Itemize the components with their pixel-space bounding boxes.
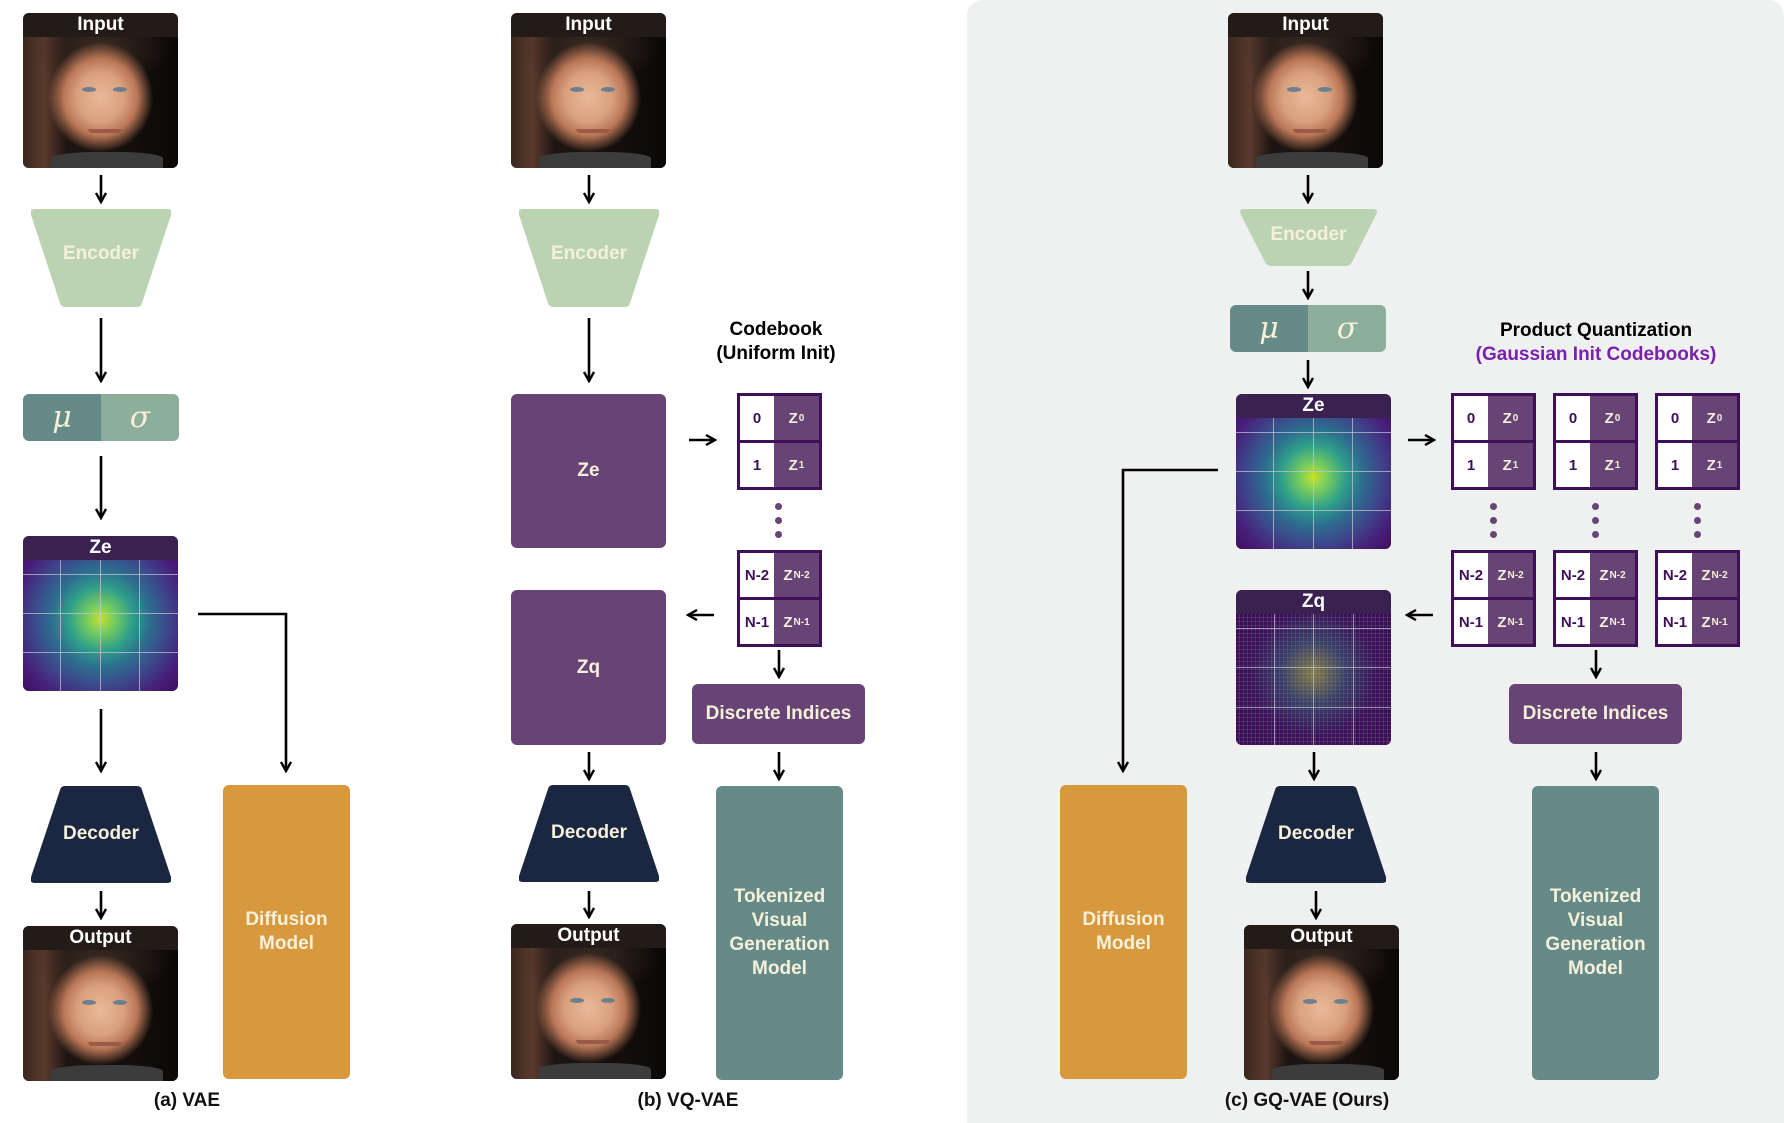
face-photo xyxy=(1228,37,1383,168)
mu-symbol: μ xyxy=(23,394,101,441)
input-label: Input xyxy=(23,13,178,37)
decoder-label: Decoder xyxy=(1277,823,1355,844)
output-image: Output xyxy=(23,926,178,1081)
ze-latent-heatmap: Ze xyxy=(23,536,178,691)
tokenized-visual-generation-model-block: Tokenized Visual Generation Model xyxy=(716,786,843,1080)
tokenized-visual-generation-model-block: Tokenized Visual Generation Model xyxy=(1532,786,1659,1080)
encoder-block: Encoder xyxy=(1240,209,1377,266)
output-image: Output xyxy=(511,924,666,1079)
face-photo xyxy=(23,950,178,1081)
decoder-label: Decoder xyxy=(62,823,140,844)
decoder-label: Decoder xyxy=(550,822,628,843)
output-image: Output xyxy=(1244,925,1399,1080)
mu-sigma-block: μ σ xyxy=(1230,305,1386,352)
ze-label: Ze xyxy=(23,536,178,560)
decoder-block: Decoder xyxy=(1246,786,1386,883)
output-label: Output xyxy=(511,924,666,948)
caption-c: (c) GQ-VAE (Ours) xyxy=(1224,1090,1390,1111)
input-label: Input xyxy=(511,13,666,37)
face-photo xyxy=(511,948,666,1079)
output-label: Output xyxy=(1244,925,1399,949)
input-label: Input xyxy=(1228,13,1383,37)
diffusion-model-block: Diffusion Model xyxy=(1060,785,1187,1079)
input-image: Input xyxy=(23,13,178,168)
decoder-block: Decoder xyxy=(31,786,171,883)
diffusion-model-block: Diffusion Model xyxy=(223,785,350,1079)
ze-label: Ze xyxy=(1236,394,1391,418)
mu-sigma-block: μ σ xyxy=(23,394,179,441)
zq-block: Zq xyxy=(511,590,666,745)
ellipsis-dots-icon xyxy=(1490,503,1498,545)
sigma-symbol: σ xyxy=(101,394,179,441)
zq-label: Zq xyxy=(1236,590,1391,614)
face-photo xyxy=(23,37,178,168)
ze-to-diffusion-connector xyxy=(198,612,286,771)
input-image: Input xyxy=(1228,13,1383,168)
product-quantization-title: Product Quantization (Gaussian Init Code… xyxy=(1475,320,1717,365)
ellipsis-dots-icon xyxy=(775,503,783,545)
face-photo xyxy=(1244,949,1399,1080)
zq-latent-heatmap: Zq xyxy=(1236,590,1391,745)
encoder-label: Encoder xyxy=(62,243,140,264)
encoder-label: Encoder xyxy=(550,243,628,264)
face-photo xyxy=(511,37,666,168)
encoder-block: Encoder xyxy=(519,209,659,307)
discrete-indices-block: Discrete Indices xyxy=(692,684,865,744)
sigma-symbol: σ xyxy=(1308,305,1386,352)
encoder-block: Encoder xyxy=(31,209,171,307)
ze-latent-heatmap: Ze xyxy=(1236,394,1391,549)
output-label: Output xyxy=(23,926,178,950)
input-image: Input xyxy=(511,13,666,168)
ze-block: Ze xyxy=(511,394,666,548)
mu-symbol: μ xyxy=(1230,305,1308,352)
ellipsis-dots-icon xyxy=(1694,503,1702,545)
caption-b: (b) VQ-VAE xyxy=(637,1090,739,1111)
decoder-block: Decoder xyxy=(519,785,659,882)
encoder-label: Encoder xyxy=(1270,224,1347,245)
discrete-indices-block: Discrete Indices xyxy=(1509,684,1682,744)
codebook-title: Codebook (Uniform Init) xyxy=(716,319,836,364)
caption-a: (a) VAE xyxy=(153,1090,221,1111)
ellipsis-dots-icon xyxy=(1592,503,1600,545)
